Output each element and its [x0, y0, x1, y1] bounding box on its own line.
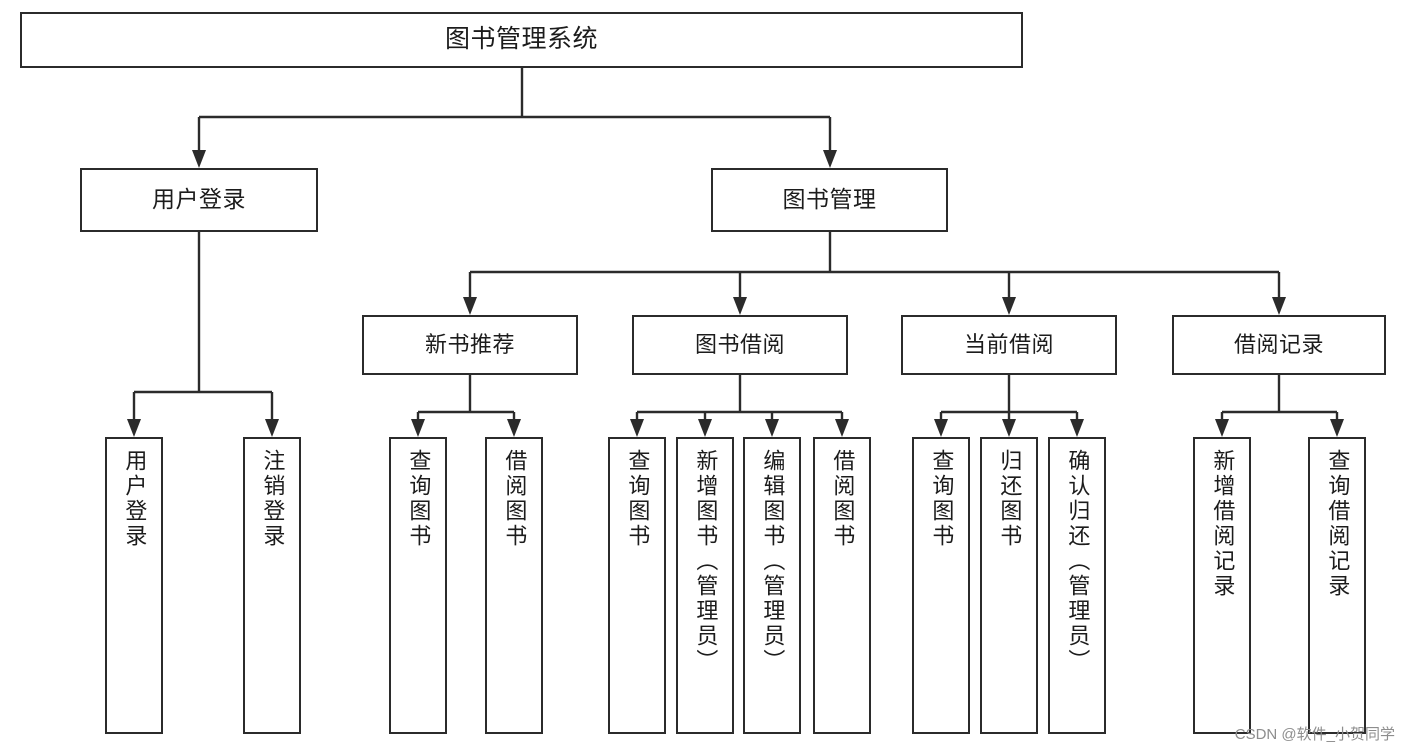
- node-leaf-borrow-book-1[interactable]: 借阅图书: [485, 437, 543, 734]
- node-leaf-return-book[interactable]: 归还图书: [980, 437, 1038, 734]
- arrow-current-borrow: [1002, 297, 1016, 315]
- node-leaf-query-book-3[interactable]: 查询图书: [912, 437, 970, 734]
- node-leaf-query-record[interactable]: 查询借阅记录: [1308, 437, 1366, 734]
- node-label: 图书管理系统: [444, 25, 598, 54]
- node-book-borrow[interactable]: 图书借阅: [632, 315, 848, 375]
- node-label: 新增借阅记录: [1210, 449, 1236, 599]
- arrow-leaf-query-book-1: [411, 419, 425, 437]
- arrow-leaf-borrow-book-1: [507, 419, 521, 437]
- arrow-leaf-user-login: [127, 419, 141, 437]
- node-leaf-add-record[interactable]: 新增借阅记录: [1193, 437, 1251, 734]
- arrow-leaf-return-book: [1002, 419, 1016, 437]
- node-current-borrow[interactable]: 当前借阅: [901, 315, 1117, 375]
- node-label: 查询图书: [406, 449, 432, 549]
- node-leaf-edit-book[interactable]: 编辑图书（管理员）: [743, 437, 801, 734]
- node-leaf-query-book-2[interactable]: 查询图书: [608, 437, 666, 734]
- node-label: 图书借阅: [694, 332, 785, 358]
- arrow-leaf-query-book-2: [630, 419, 644, 437]
- arrow-leaf-add-record: [1215, 419, 1229, 437]
- node-leaf-query-book-1[interactable]: 查询图书: [389, 437, 447, 734]
- arrow-leaf-query-book-3: [934, 419, 948, 437]
- node-label: 新增图书（管理员）: [693, 449, 719, 674]
- arrow-leaf-confirm-return: [1070, 419, 1084, 437]
- node-label: 借阅图书: [502, 449, 528, 549]
- node-leaf-confirm-return[interactable]: 确认归还（管理员）: [1048, 437, 1106, 734]
- node-book-management[interactable]: 图书管理: [711, 168, 948, 232]
- node-leaf-add-book[interactable]: 新增图书（管理员）: [676, 437, 734, 734]
- node-label: 新书推荐: [424, 332, 515, 358]
- arrow-new-book-recommend: [463, 297, 477, 315]
- node-leaf-user-login[interactable]: 用户登录: [105, 437, 163, 734]
- arrow-book-management: [823, 150, 837, 168]
- arrow-borrow-record: [1272, 297, 1286, 315]
- node-label: 查询借阅记录: [1325, 449, 1351, 599]
- node-borrow-record[interactable]: 借阅记录: [1172, 315, 1386, 375]
- node-label: 查询图书: [929, 449, 955, 549]
- arrow-user-login: [192, 150, 206, 168]
- node-label: 当前借阅: [963, 332, 1054, 358]
- arrow-leaf-edit-book: [765, 419, 779, 437]
- arrow-leaf-query-record: [1330, 419, 1344, 437]
- node-leaf-borrow-book-2[interactable]: 借阅图书: [813, 437, 871, 734]
- node-root-book-management-system[interactable]: 图书管理系统: [20, 12, 1023, 68]
- watermark-text: CSDN @软件_小贺同学: [1234, 726, 1395, 743]
- node-label: 借阅图书: [830, 449, 856, 549]
- node-new-book-recommend[interactable]: 新书推荐: [362, 315, 578, 375]
- node-label: 图书管理: [782, 186, 877, 213]
- node-user-login[interactable]: 用户登录: [80, 168, 318, 232]
- node-label: 借阅记录: [1233, 332, 1324, 358]
- arrow-leaf-add-book: [698, 419, 712, 437]
- arrow-book-borrow: [733, 297, 747, 315]
- node-label: 确认归还（管理员）: [1065, 449, 1091, 674]
- node-label: 归还图书: [997, 449, 1023, 549]
- node-label: 用户登录: [122, 449, 148, 549]
- node-label: 查询图书: [625, 449, 651, 549]
- node-label: 用户登录: [152, 186, 246, 213]
- arrow-leaf-user-logout: [265, 419, 279, 437]
- arrow-leaf-borrow-book-2: [835, 419, 849, 437]
- node-leaf-user-logout[interactable]: 注销登录: [243, 437, 301, 734]
- node-label: 编辑图书（管理员）: [760, 449, 786, 674]
- node-label: 注销登录: [260, 449, 286, 549]
